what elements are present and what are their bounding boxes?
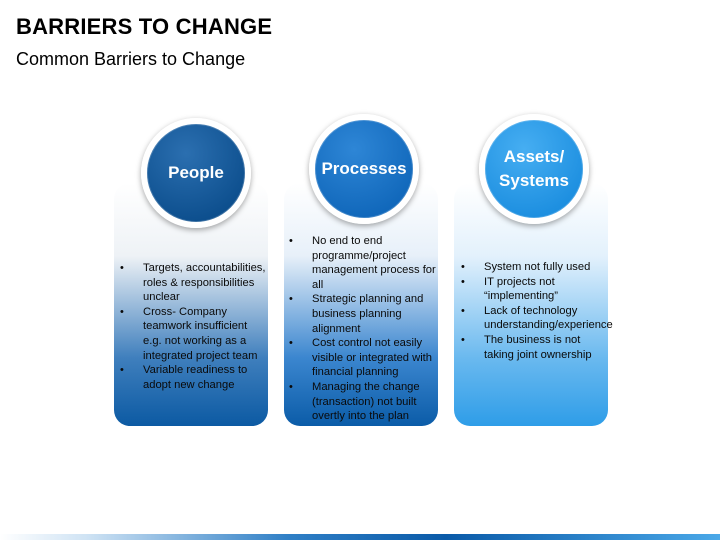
processes-bullet-list: No end to end programme/project manageme…	[286, 234, 436, 424]
bullet-item: Targets, accountabilities, roles & respo…	[117, 261, 267, 305]
bullet-item: System not fully used	[458, 260, 610, 275]
processes-circle: Processes	[309, 114, 419, 224]
assets-systems-heading-line-2: Systems	[499, 171, 569, 190]
processes-heading: Processes	[321, 157, 406, 181]
bullet-item: Managing the change (transaction) not bu…	[286, 380, 436, 424]
assets-systems-circle: Assets/ Systems	[479, 114, 589, 224]
people-heading: People	[168, 161, 224, 185]
bullet-item: Lack of technology understanding/experie…	[458, 304, 613, 333]
assets-systems-heading: Assets/ Systems	[499, 145, 569, 193]
people-heading-line: People	[168, 163, 224, 183]
people-bullet-list: Targets, accountabilities, roles & respo…	[117, 261, 267, 392]
bullet-item: Cross- Company teamwork insufficient e.g…	[117, 305, 267, 363]
assets-systems-bullet-list: System not fully used IT projects not “i…	[458, 260, 613, 362]
bullet-item: No end to end programme/project manageme…	[286, 234, 436, 292]
bullet-item: Strategic planning and business planning…	[286, 292, 436, 336]
bullet-item: IT projects not “implementing”	[458, 275, 610, 304]
people-circle: People	[141, 118, 251, 228]
assets-systems-heading-line-1: Assets/	[503, 147, 565, 167]
slide-title: BARRIERS TO CHANGE	[16, 14, 273, 39]
bullet-item: The business is not taking joint ownersh…	[458, 333, 610, 362]
bullet-item: Variable readiness to adopt new change	[117, 363, 267, 392]
bottom-accent-bar	[0, 534, 720, 540]
bullet-item: Cost control not easily visible or integ…	[286, 336, 436, 380]
processes-heading-line: Processes	[321, 159, 407, 179]
slide-subtitle: Common Barriers to Change	[16, 49, 246, 69]
